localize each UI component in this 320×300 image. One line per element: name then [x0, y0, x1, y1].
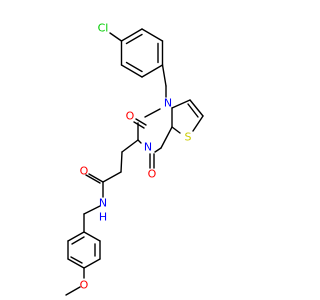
bond [65, 286, 81, 296]
atom-label-cl: Cl [98, 22, 109, 35]
bond [85, 174, 101, 184]
bond [171, 99, 191, 109]
bond [121, 139, 139, 153]
atom-label-n3: N [144, 141, 152, 154]
bond [144, 108, 161, 118]
bond [88, 173, 104, 183]
bond [67, 258, 85, 269]
bond [83, 258, 101, 269]
bond [137, 139, 142, 144]
bond [133, 121, 145, 129]
bond [120, 64, 143, 78]
bond [120, 28, 143, 42]
atom-labels: Cl N O N O S O N H O [80, 22, 192, 292]
bond [171, 126, 181, 134]
atom-label-h: H [99, 211, 107, 224]
bond [120, 151, 123, 173]
bond [154, 147, 162, 153]
bond [70, 256, 83, 264]
atom-label-o-c4: O [148, 168, 157, 181]
bond [187, 103, 199, 118]
bond [83, 231, 101, 242]
bond [189, 99, 204, 117]
bond [141, 64, 164, 78]
bond [192, 115, 204, 132]
atom-label-o-methoxy: O [80, 279, 89, 292]
atom-label-nh: N [99, 197, 107, 210]
bond [161, 64, 167, 87]
bond [125, 61, 143, 73]
bond [102, 171, 122, 183]
bond [141, 28, 164, 42]
bonds [65, 28, 204, 296]
atom-label-o-c2: O [126, 110, 135, 123]
bond [83, 205, 101, 215]
bond [125, 33, 143, 45]
bond [160, 126, 173, 149]
bond [135, 118, 147, 126]
bond [67, 231, 85, 242]
bond [109, 32, 123, 42]
atom-label-o-amide: O [80, 165, 89, 178]
bond [71, 236, 85, 245]
atom-label-n1: N [164, 97, 172, 110]
molecule-diagram: Cl N O N O S O N H O [65, 22, 204, 296]
atom-label-s: S [185, 131, 192, 144]
